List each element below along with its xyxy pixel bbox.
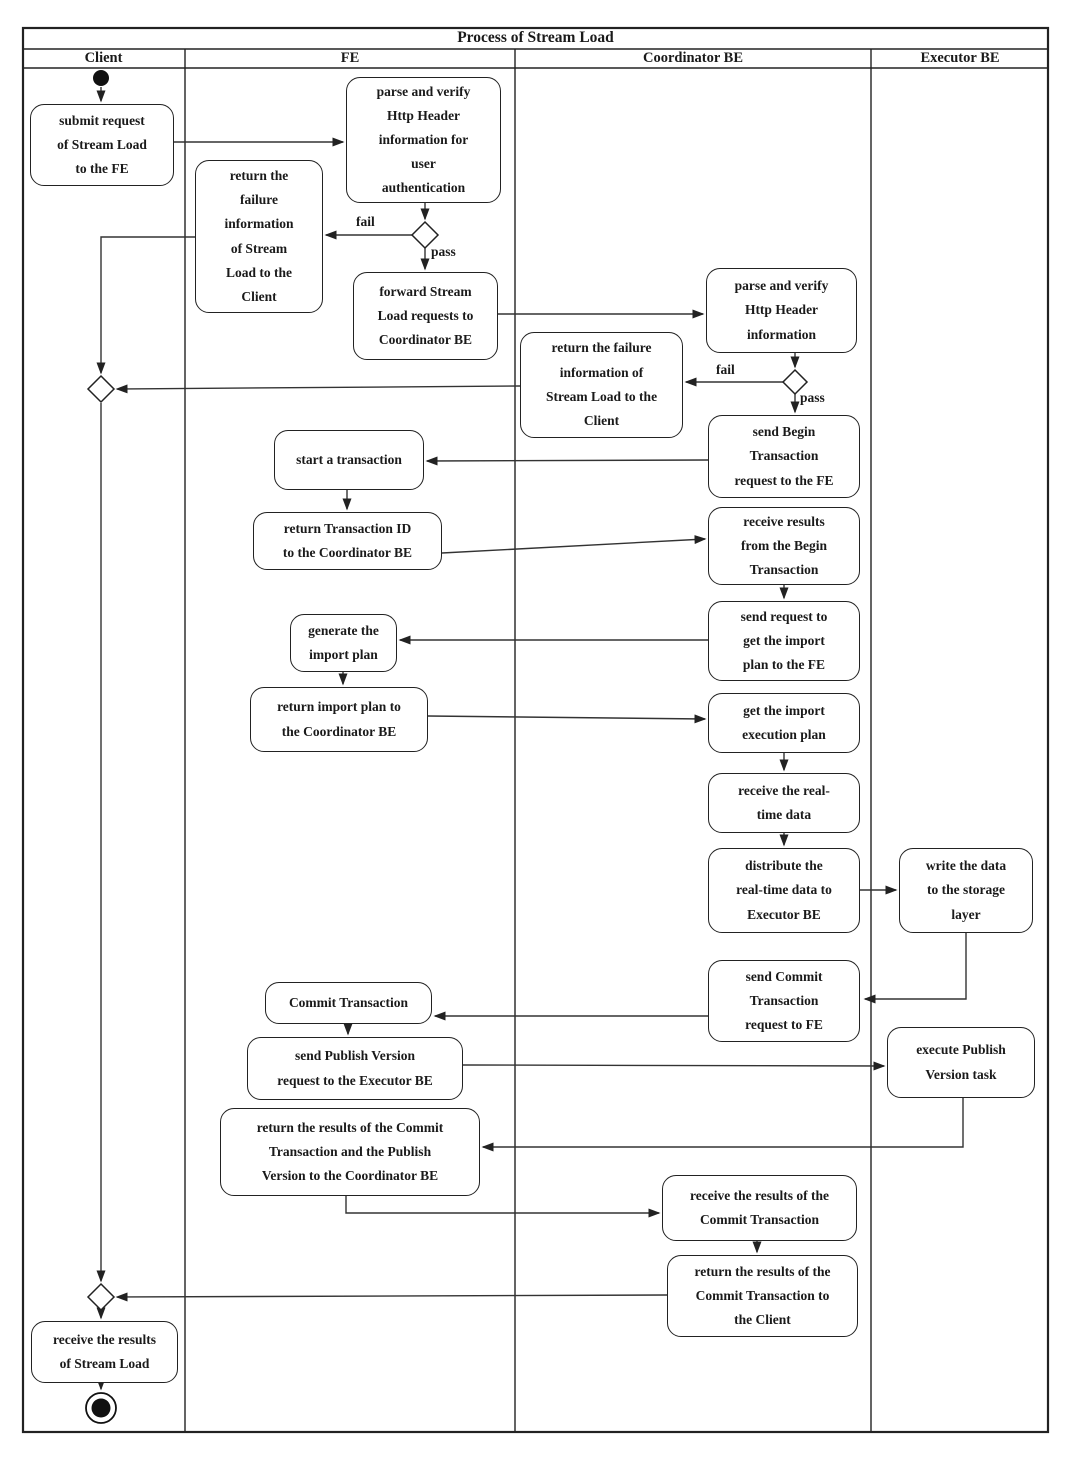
lane-header-executor: Executor BE [920, 50, 1000, 66]
activity-return-txn-id: return Transaction ID to the Coordinator… [253, 512, 442, 570]
activity-receive-results-sl: receive the results of Stream Load [31, 1321, 178, 1383]
decision-diamond-fe [410, 220, 440, 250]
activity-send-commit-request: send Commit Transaction request to FE [708, 960, 860, 1042]
activity-start-transaction: start a transaction [274, 430, 424, 490]
activity-return-commit-client: return the results of the Commit Transac… [667, 1255, 858, 1337]
activity-return-failure-fe: return the failure information of Stream… [195, 160, 323, 313]
arrow-return-plan-to-get-plan [427, 714, 707, 724]
activity-generate-plan: generate the import plan [290, 614, 397, 672]
lane-header-client: Client [84, 50, 123, 66]
arrow-execute-to-return-results [481, 1098, 964, 1152]
swimlane-grid [21, 26, 1050, 1434]
activity-send-plan-request: send request to get the import plan to t… [708, 601, 860, 681]
activity-commit-transaction: Commit Transaction [265, 982, 432, 1024]
arrow-send-publish-to-execute [462, 1061, 886, 1071]
edge-label-fe-pass: pass [431, 244, 456, 259]
end-node [91, 1398, 111, 1418]
arrow-return-results-to-receive-commit [345, 1196, 661, 1218]
activity-forward-requests: forward Stream Load requests to Coordina… [353, 272, 498, 360]
arrow-send-begin-to-start-txn [425, 456, 709, 466]
arrow-write-to-send-commit [863, 933, 967, 1004]
activity-receive-realtime: receive the real- time data [708, 773, 860, 833]
activity-receive-begin-results: receive results from the Begin Transacti… [708, 507, 860, 585]
edge-label-fe-fail: fail [356, 214, 375, 229]
decision-diamond-coordinator [781, 368, 809, 396]
arrow-failure-be-to-client-merge [115, 384, 521, 394]
merge-diamond-client-top [86, 374, 116, 404]
merge-diamond-client-bottom [86, 1282, 116, 1312]
activity-receive-commit-results: receive the results of the Commit Transa… [662, 1175, 857, 1241]
arrow-return-client-to-merge2 [115, 1292, 668, 1302]
activity-send-publish: send Publish Version request to the Exec… [247, 1037, 463, 1100]
diagram-outer-border [21, 26, 1050, 1434]
start-node [93, 70, 109, 86]
activity-return-failure-be: return the failure information of Stream… [520, 332, 683, 438]
edge-label-be-pass: pass [800, 390, 825, 405]
arrow-failure-fe-to-client-merge [96, 236, 195, 375]
activity-write-data: write the data to the storage layer [899, 848, 1033, 933]
lane-header-coordinator: Coordinator BE [642, 50, 744, 66]
activity-execute-publish: execute Publish Version task [887, 1027, 1035, 1098]
activity-return-plan: return import plan to the Coordinator BE [250, 687, 428, 752]
edge-label-be-fail: fail [716, 362, 735, 377]
activity-parse-verify-be: parse and verify Http Header information [706, 268, 857, 353]
activity-get-plan: get the import execution plan [708, 693, 860, 753]
activity-parse-verify-user: parse and verify Http Header information… [346, 77, 501, 203]
activity-distribute: distribute the real-time data to Executo… [708, 848, 860, 933]
arrow-return-id-to-receive-results [441, 535, 707, 554]
diagram-title: Process of Stream Load [457, 29, 614, 46]
lane-header-fe: FE [340, 50, 360, 66]
activity-return-commit-publish: return the results of the Commit Transac… [220, 1108, 480, 1196]
activity-send-begin: send Begin Transaction request to the FE [708, 415, 860, 498]
activity-submit-request: submit request of Stream Load to the FE [30, 104, 174, 186]
